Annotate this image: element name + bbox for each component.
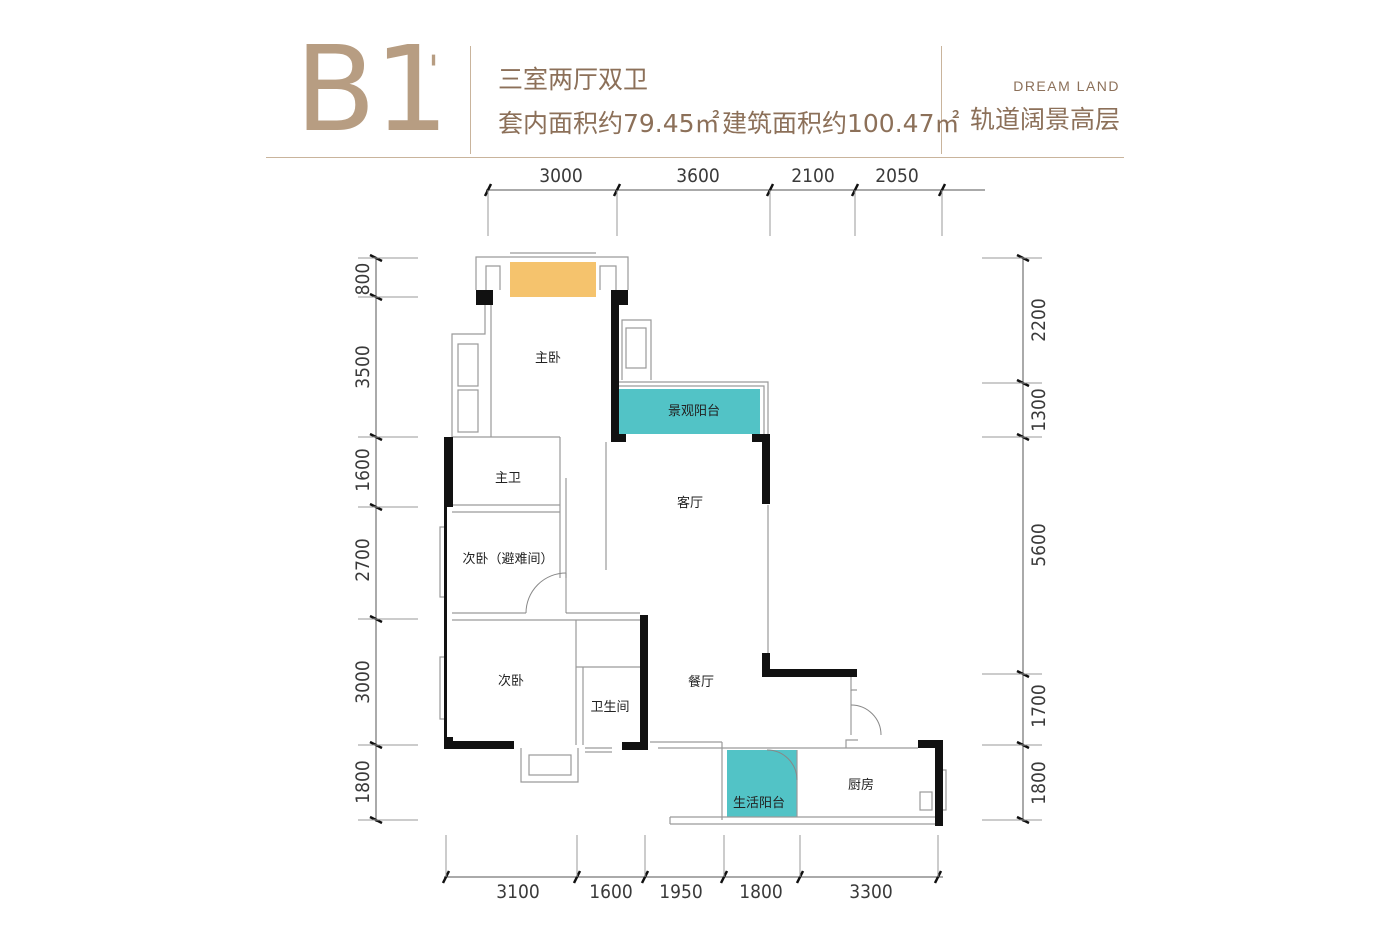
dim-right-5: 1800: [1028, 761, 1050, 805]
dim-left-1: 800: [352, 263, 374, 296]
header-rule: [266, 157, 1124, 158]
kitchen-fixture: [919, 791, 933, 811]
door-swing: [525, 572, 567, 614]
dimension-lines: [375, 189, 1024, 878]
building-area: 建筑面积约100.47㎡: [722, 109, 960, 138]
ac-platform-wall: [451, 305, 486, 437]
room-view-balcony: 景观阳台: [668, 404, 720, 419]
partitions: [439, 252, 947, 825]
dim-right-3: 5600: [1028, 523, 1050, 567]
balcony-railing: [618, 381, 769, 434]
dim-right-2: 1300: [1028, 388, 1050, 432]
brand-label: DREAM LAND: [1013, 78, 1120, 94]
balcony-railing: [618, 385, 765, 434]
view-balcony-fill: [618, 389, 760, 434]
wall: [622, 742, 648, 750]
partition-wall: [850, 677, 857, 691]
dim-bottom-3: 1950: [659, 881, 703, 903]
ac-unit: [457, 343, 479, 387]
wall: [752, 434, 770, 442]
wall: [640, 615, 648, 750]
wall: [762, 669, 857, 677]
wall: [611, 434, 626, 442]
door-swing: [850, 704, 882, 736]
ac-unit: [528, 754, 572, 776]
wall: [444, 507, 447, 741]
dim-bottom-1: 3100: [496, 881, 540, 903]
wall: [611, 290, 619, 440]
dim-top-4: 2050: [875, 165, 919, 187]
ac-unit: [457, 389, 479, 433]
wall: [918, 740, 943, 748]
room-kitchen: 厨房: [848, 777, 874, 793]
dim-left-2: 3500: [352, 345, 374, 389]
wall: [444, 437, 453, 507]
wall: [444, 741, 514, 749]
dim-bottom-4: 1800: [739, 881, 783, 903]
room-bathroom: 卫生间: [590, 700, 629, 715]
header-divider: [941, 46, 942, 154]
dim-right-4: 1700: [1028, 684, 1050, 728]
bay-window-frame: [485, 265, 501, 290]
dim-top-1: 3000: [539, 165, 583, 187]
bearing-walls: [444, 290, 943, 826]
bay-window-frame: [599, 265, 617, 290]
room-master-bedroom: 主卧: [535, 351, 561, 366]
model-title: B1: [295, 20, 449, 158]
extension-lines: [358, 190, 1042, 877]
wall: [935, 740, 943, 826]
dim-left-5: 3000: [352, 660, 374, 704]
wall: [762, 434, 770, 504]
partition-wall: [845, 739, 858, 748]
dim-left-4: 2700: [352, 538, 374, 582]
ac-platform-wall: [520, 748, 579, 783]
room-living-room: 客厅: [677, 495, 703, 511]
ac-unit: [625, 327, 647, 369]
layout-type: 三室两厅双卫: [498, 65, 649, 94]
dim-top-3: 2100: [791, 165, 835, 187]
inner-area: 套内面积约79.45㎡: [498, 109, 720, 138]
dim-bottom-2: 1600: [589, 881, 633, 903]
bay-window-frame: [475, 256, 629, 290]
tagline: 轨道阔景高层: [969, 105, 1120, 134]
dim-left-6: 1800: [352, 760, 374, 804]
header-divider: [470, 46, 471, 154]
dim-top-2: 3600: [676, 165, 720, 187]
door-swings: [525, 572, 882, 781]
dimension-ticks: [369, 183, 1030, 884]
model-title-mark: ': [428, 48, 439, 94]
bay-window-fill: [510, 262, 596, 297]
dim-bottom-5: 3300: [849, 881, 893, 903]
wall-column: [476, 290, 493, 305]
ac-platform-wall: [621, 319, 652, 380]
dim-right-1: 2200: [1028, 298, 1050, 342]
room-master-bath: 主卫: [495, 471, 521, 486]
room-second-bedroom: 次卧: [498, 673, 524, 689]
door-swing: [766, 749, 798, 781]
dim-left-3: 1600: [352, 448, 374, 492]
wall: [762, 653, 770, 677]
room-utility-balcony: 生活阳台: [733, 796, 785, 811]
utility-balcony-fill: [727, 750, 797, 817]
room-dining-room: 餐厅: [688, 674, 714, 690]
room-second-bedroom-refuge: 次卧（避难间）: [462, 551, 553, 567]
